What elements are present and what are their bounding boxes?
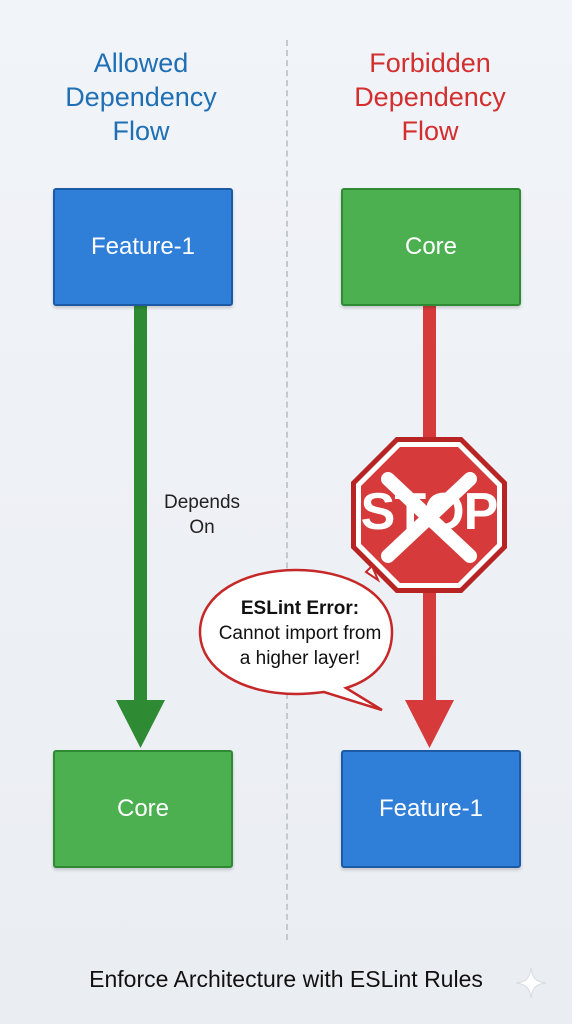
error-line-1: Cannot import from — [218, 623, 382, 644]
error-speech-bubble — [198, 564, 394, 712]
allowed-bottom-box: Core — [53, 750, 233, 868]
column-divider — [286, 40, 288, 940]
footer-caption: Enforce Architecture with ESLint Rules — [89, 966, 483, 992]
sparkle-icon — [515, 967, 547, 999]
forbidden-flow-title: Forbidden Dependency Flow — [354, 48, 506, 146]
forbidden-bottom-box: Feature-1 — [341, 750, 521, 868]
error-message: ESLint Error: Cannot import from a highe… — [202, 596, 398, 671]
depends-on-label: Depends On — [163, 492, 241, 538]
allowed-top-box: Feature-1 — [53, 188, 233, 306]
allowed-flow-title: Allowed Dependency Flow — [65, 48, 217, 146]
error-title: ESLint Error: — [240, 598, 360, 619]
error-line-2: a higher layer! — [239, 648, 361, 669]
forbidden-top-box: Core — [341, 188, 521, 306]
x-mark-icon — [381, 472, 477, 563]
allowed-arrow — [116, 302, 165, 748]
